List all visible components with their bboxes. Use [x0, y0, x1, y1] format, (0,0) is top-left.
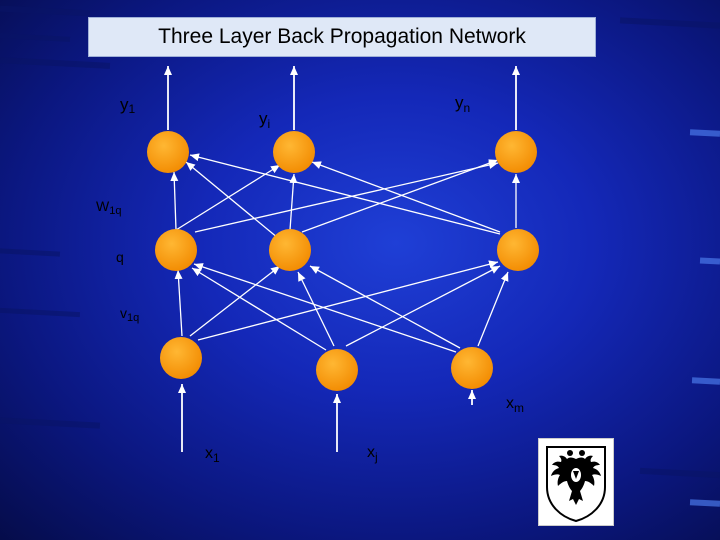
edge-i1-h1 [174, 269, 183, 337]
crest-logo [538, 438, 614, 526]
diagram-title-text: Three Layer Back Propagation Network [158, 25, 526, 48]
edge-h2-on [301, 159, 499, 233]
double-headed-eagle-icon [546, 446, 606, 523]
edge-i3-h3 [477, 271, 509, 347]
label-yn: yn [455, 93, 470, 115]
input-node-1 [160, 337, 202, 379]
label-y1: y1 [120, 95, 136, 116]
label-yi: yi [259, 109, 270, 131]
output-node-n [495, 131, 537, 173]
edge-h3-o1 [189, 153, 501, 235]
label-v1q: v1q [120, 305, 139, 324]
output-node-1 [147, 131, 189, 173]
hidden-node-1 [155, 229, 197, 271]
edge-h1-o1 [170, 171, 179, 231]
edge-h1-on [194, 161, 499, 233]
label-xj: xj [367, 444, 378, 464]
output-node-i [273, 131, 315, 173]
edge-h2-oi [289, 173, 298, 231]
diagram-title: Three Layer Back Propagation Network [88, 17, 596, 57]
edge-i3-h2 [309, 265, 461, 349]
edge-h2-o1 [185, 161, 279, 239]
edge-i2-h2 [297, 271, 335, 347]
label-xm: xm [506, 395, 524, 415]
edge-i2-h1 [191, 267, 327, 351]
label-w1q: W1q [96, 198, 121, 217]
input-node-j [316, 349, 358, 391]
edge-i1-h2 [189, 265, 281, 337]
edge-i2-h3 [345, 265, 501, 347]
edge-i1-h3 [197, 260, 499, 341]
hidden-node-2 [269, 229, 311, 271]
edge-i3-h1 [193, 263, 457, 353]
edge-h3-oi [311, 161, 501, 233]
input-node-m [451, 347, 493, 389]
label-x1: x1 [205, 445, 220, 465]
hidden-node-3 [497, 229, 539, 271]
label-q: q [116, 249, 124, 265]
